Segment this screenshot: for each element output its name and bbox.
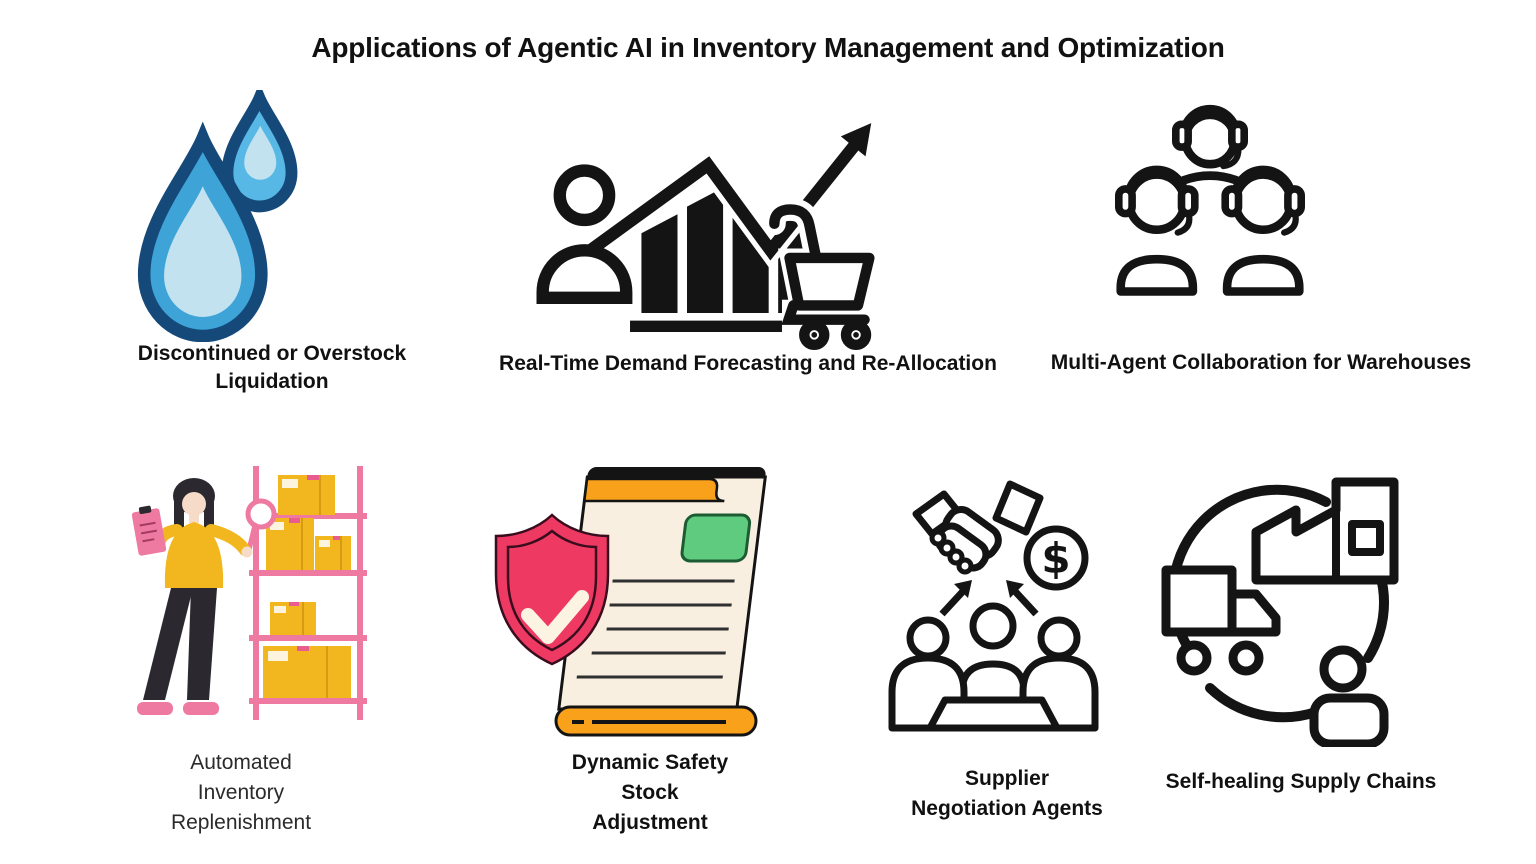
up-arrows — [939, 580, 1039, 617]
agent-left — [1115, 165, 1199, 296]
water-drops-icon — [133, 90, 319, 342]
shopping-cart-icon — [762, 198, 882, 351]
label-line: Liquidation — [215, 370, 329, 393]
shield-check-icon — [494, 513, 610, 666]
label-line: Stock — [621, 781, 679, 804]
document-lines — [576, 579, 735, 679]
agent-top — [1172, 104, 1248, 170]
label-line: Inventory — [197, 781, 285, 804]
inventory-check-woman-shelf-icon — [131, 462, 369, 724]
label-line: Supplier — [964, 767, 1049, 790]
item-label: Automated Inventory Replenishment — [141, 748, 341, 838]
demand-chart-cart-icon — [528, 106, 884, 351]
handshake-icon — [912, 480, 1044, 575]
headset-team-icon — [1096, 88, 1324, 305]
approval-stamp — [680, 513, 752, 563]
factory-icon — [1251, 477, 1399, 585]
page-title: Applications of Agentic AI in Inventory … — [311, 32, 1225, 63]
checkmark-icon — [521, 590, 589, 644]
circular-supply-chain-icon — [1158, 462, 1403, 747]
negotiators-at-table — [888, 602, 1099, 732]
item-label: Dynamic Safety Stock Adjustment — [550, 748, 750, 838]
agent-right — [1221, 165, 1305, 296]
clipboard — [131, 505, 167, 556]
label-line: Replenishment — [170, 811, 312, 834]
item-label: Discontinued or Overstock Liquidation — [112, 340, 432, 396]
truck-icon — [1161, 565, 1281, 676]
label-line: Multi-Agent Collaboration for Warehouses — [1050, 351, 1472, 374]
scroll-base — [554, 705, 758, 737]
label-line: Adjustment — [592, 811, 708, 834]
label-line: Self-healing Supply Chains — [1165, 770, 1437, 793]
item-label: Multi-Agent Collaboration for Warehouses — [1011, 349, 1511, 377]
shield-document-icon — [478, 455, 773, 760]
inventory-boxes — [263, 475, 351, 698]
item-label: Supplier Negotiation Agents — [882, 764, 1132, 824]
woman-figure — [131, 478, 253, 715]
item-label: Real-Time Demand Forecasting and Re-Allo… — [448, 350, 1048, 378]
table — [926, 696, 1061, 732]
shelf-rack — [249, 466, 367, 720]
svg-text:$: $ — [1041, 534, 1070, 583]
item-label: Self-healing Supply Chains — [1151, 768, 1451, 796]
label-line: Automated — [190, 751, 292, 774]
person-icon — [1309, 645, 1389, 747]
trend-arrow — [575, 123, 872, 270]
label-line: Discontinued or Overstock — [137, 342, 407, 365]
document — [557, 467, 767, 711]
label-line: Real-Time Demand Forecasting and Re-Allo… — [499, 352, 997, 375]
label-line: Dynamic Safety — [571, 751, 729, 774]
person-silhouette — [536, 164, 633, 304]
handshake-deal-icon: $ — [886, 476, 1101, 738]
label-line: Negotiation Agents — [911, 797, 1103, 820]
dollar-coin-icon: $ — [1023, 525, 1089, 591]
